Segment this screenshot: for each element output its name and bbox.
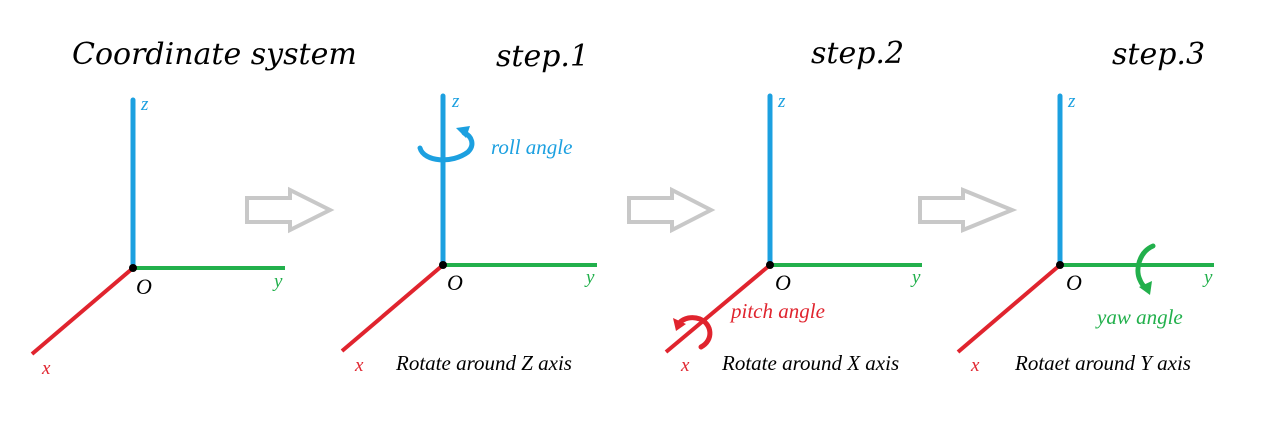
- origin-point: [766, 261, 774, 269]
- z-axis-label: z: [777, 91, 786, 112]
- x-axis-label: x: [41, 358, 51, 379]
- panel-title: step.2: [811, 36, 904, 71]
- origin-label: O: [1066, 270, 1082, 295]
- rotation-caption: Rotate around X axis: [721, 351, 899, 375]
- curved-rotation-arrow-icon: [1135, 243, 1156, 295]
- x-axis-label: x: [970, 355, 980, 376]
- z-axis-label: z: [140, 94, 149, 115]
- panel-step-2: step.2 z y x O pitch angle Rotate around…: [664, 36, 922, 376]
- angle-label: pitch angle: [729, 299, 825, 323]
- origin-point: [439, 261, 447, 269]
- y-axis-label: y: [1202, 267, 1213, 288]
- hollow-right-arrow-icon: [918, 187, 1018, 233]
- curved-rotation-arrow-icon: [417, 126, 475, 163]
- x-axis: [340, 263, 445, 353]
- panel-title: step.3: [1112, 37, 1205, 72]
- panel-coordinate-system: Coordinate system z y x O: [30, 37, 357, 379]
- angle-label: yaw angle: [1095, 305, 1183, 329]
- origin-point: [1056, 261, 1064, 269]
- panel-step-1: step.1 z y x O roll angle Rotate around …: [340, 39, 597, 376]
- origin-label: O: [136, 274, 152, 299]
- hollow-right-arrow-icon: [627, 186, 716, 234]
- z-axis-label: z: [1067, 91, 1076, 112]
- y-axis-label: y: [910, 267, 921, 288]
- panel-step-3: step.3 z y x O yaw angle Rotaet around Y…: [956, 37, 1214, 376]
- x-axis-label: x: [354, 355, 364, 376]
- angle-label: roll angle: [491, 135, 572, 159]
- rotation-caption: Rotaet around Y axis: [1014, 351, 1191, 375]
- rotation-caption: Rotate around Z axis: [395, 351, 572, 375]
- panel-title: step.1: [496, 39, 589, 74]
- origin-label: O: [775, 270, 791, 295]
- curved-rotation-arrow-icon: [673, 315, 713, 350]
- z-axis-label: z: [451, 91, 460, 112]
- y-axis-label: y: [584, 267, 595, 288]
- panel-title: Coordinate system: [72, 37, 357, 72]
- origin-label: O: [447, 270, 463, 295]
- x-axis: [664, 263, 772, 354]
- x-axis: [956, 263, 1062, 354]
- origin-point: [129, 264, 137, 272]
- y-axis-label: y: [272, 271, 283, 292]
- hollow-right-arrow-icon: [245, 186, 335, 234]
- x-axis: [30, 266, 135, 356]
- x-axis-label: x: [680, 355, 690, 376]
